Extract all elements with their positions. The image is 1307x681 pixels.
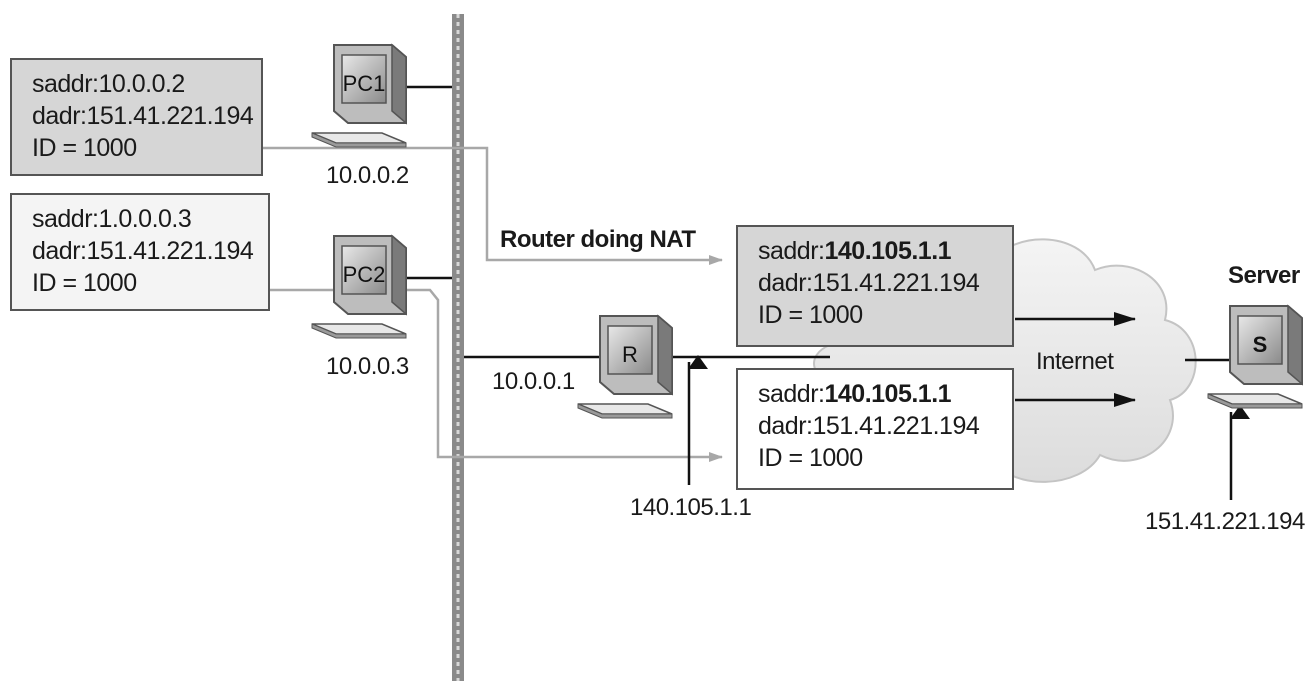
pc2-packet-box: saddr:1.0.0.0.3 dadr:151.41.221.194 ID =… [10, 193, 270, 311]
server-screen-label: S [1253, 332, 1268, 357]
nat-packet-1-saddr: saddr:140.105.1.1 [758, 237, 952, 265]
pc1-computer-icon: PC1 [311, 43, 407, 148]
nat-packet-2-dadr: dadr:151.41.221.194 [758, 412, 980, 440]
server-computer-icon: S [1207, 304, 1303, 409]
router-outside-ip-label: 140.105.1.1 [630, 494, 752, 521]
pc2-packet-saddr: saddr:1.0.0.0.3 [32, 205, 192, 233]
nat-packet-box-2: saddr:140.105.1.1 dadr:151.41.221.194 ID… [736, 368, 1014, 490]
ip-pointer-arrows [687, 355, 1250, 500]
pc2-screen-label: PC2 [343, 262, 386, 287]
pc1-packet-box: saddr:10.0.0.2 dadr:151.41.221.194 ID = … [10, 58, 263, 176]
outbound-arrows [1015, 312, 1136, 407]
router-screen-label: R [622, 342, 638, 367]
pc1-ip-label: 10.0.0.2 [326, 162, 409, 189]
pc2-packet-id: ID = 1000 [32, 269, 137, 297]
server-ip-label: 151.41.221.194 [1145, 508, 1305, 535]
pc2-ip-label: 10.0.0.3 [326, 353, 409, 380]
nat-packet-box-1: saddr:140.105.1.1 dadr:151.41.221.194 ID… [736, 225, 1014, 347]
router-caption: Router doing NAT [500, 226, 696, 253]
pc2-packet-dadr: dadr:151.41.221.194 [32, 237, 254, 265]
pc1-screen-label: PC1 [343, 71, 386, 96]
pc2-computer-icon: PC2 [311, 234, 407, 339]
nat-packet-2-id: ID = 1000 [758, 444, 863, 472]
pc1-packet-saddr: saddr:10.0.0.2 [32, 70, 185, 98]
server-caption: Server [1228, 262, 1300, 289]
nat-packet-1-dadr: dadr:151.41.221.194 [758, 269, 980, 297]
internet-label: Internet [1036, 348, 1114, 375]
pc1-packet-id: ID = 1000 [32, 134, 137, 162]
nat-packet-2-saddr: saddr:140.105.1.1 [758, 380, 952, 408]
lan-backbone [452, 14, 464, 681]
nat-packet-1-id: ID = 1000 [758, 301, 863, 329]
router-computer-icon: R [577, 314, 673, 419]
router-inside-ip-label: 10.0.0.1 [492, 368, 575, 395]
pc1-packet-dadr: dadr:151.41.221.194 [32, 102, 254, 130]
